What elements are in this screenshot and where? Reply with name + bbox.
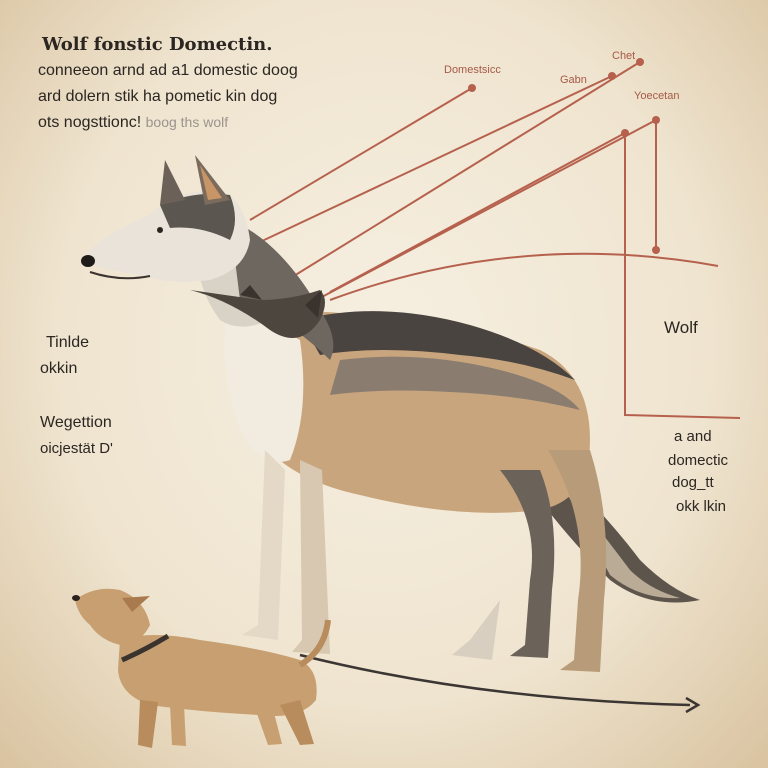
dog-leg [170, 705, 186, 746]
right-label-1: a and [674, 428, 712, 445]
callout-label-gabn: Gabn [560, 74, 587, 86]
dog-figure [72, 588, 331, 748]
wolf-nose [81, 255, 95, 267]
subtitle-line-2: ard dolern stik ha pometic kin dog [38, 88, 278, 105]
wolf-hind-leg [548, 450, 607, 672]
subtitle-line-3: ots nogsttionc! boog ths wolf [38, 114, 228, 132]
callout-label-chet: Chet [612, 50, 636, 62]
callout-line-mid [329, 132, 626, 293]
wolf-head-secondary [190, 285, 325, 338]
page-title: Wolf fonstic Domectin. [42, 34, 273, 55]
callout-line-chet [254, 61, 641, 301]
callout-dot [608, 72, 616, 80]
wolf-figure [81, 155, 700, 672]
subtitle-line-3-main: ots nogsttionc! [38, 114, 142, 131]
right-label-2: domectic [668, 452, 729, 469]
callout-dot [652, 246, 660, 254]
label-wolf: Wolf [664, 318, 698, 337]
callout-dot [468, 84, 476, 92]
dog-ear [122, 596, 150, 612]
subtitle-line-1: conneeon arnd ad a1 domestic doog [38, 62, 298, 79]
callout-label-yoecetan: Yoecetan [634, 90, 680, 102]
right-label-4: okk lkin [676, 498, 727, 515]
callout-dots [314, 58, 660, 302]
left-label-tinlde: Tinlde [46, 334, 89, 351]
dog-collar [121, 633, 170, 663]
callout-dot [621, 129, 629, 137]
dog-body [118, 635, 317, 716]
leash-line [299, 653, 691, 707]
left-label-okkin: okkin [40, 360, 78, 377]
callout-label-domestic: Domestsicc [444, 64, 501, 76]
wolf-ear [195, 155, 230, 205]
subtitle-line-3-faded: boog ths wolf [145, 114, 229, 130]
wolf-bracket [624, 133, 741, 419]
wolf-body [244, 312, 590, 513]
wolf-eye [157, 227, 163, 233]
callout-line-domestic [249, 87, 473, 221]
callout-dot [652, 116, 660, 124]
wolf-front-leg [242, 450, 285, 640]
left-label-oicjestat: oicjestät D' [40, 440, 113, 457]
callout-line-horizontal [329, 252, 719, 301]
dog-nose [72, 595, 80, 601]
dog-leg [138, 700, 158, 748]
dog-leg [280, 700, 314, 745]
right-label-3: dog_tt [672, 474, 714, 491]
wolf-chest [224, 300, 304, 462]
left-label-wegettion: Wegettion [40, 414, 112, 431]
wolf-hind-leg [500, 470, 555, 658]
leash-arrow [685, 696, 701, 714]
callout-dot [636, 58, 644, 66]
wolf-ear [160, 160, 185, 205]
wolf-front-leg [292, 460, 330, 654]
dog-leg [255, 705, 282, 745]
dog-tail [298, 619, 331, 668]
